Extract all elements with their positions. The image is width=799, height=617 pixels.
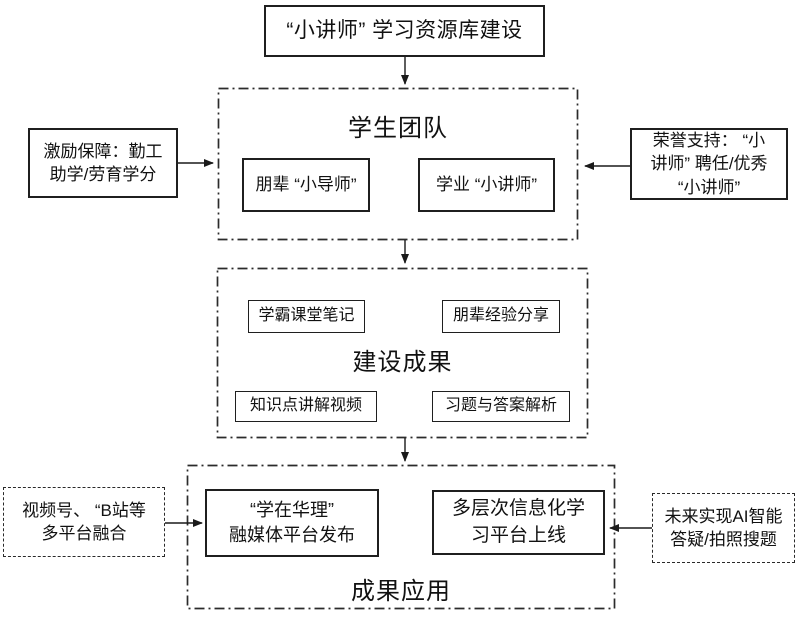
group-title-construction-results: 建设成果	[352, 349, 453, 376]
group-results-application: “学在华理” 融媒体平台发布 多层次信息化学 习平台上线 成果应用	[187, 465, 615, 609]
node-media-platform: “学在华理” 融媒体平台发布	[205, 489, 379, 557]
node-exercise-answers: 习题与答案解析	[432, 391, 570, 422]
group-title-results-application: 成果应用	[351, 578, 451, 605]
note-incentive: 激励保障：勤工 助学/劳育学分	[28, 128, 178, 198]
group-student-team: 学生团队 朋辈 “小导师” 学业 “小讲师”	[218, 88, 578, 240]
node-academic-lecturer: 学业 “小讲师”	[418, 158, 555, 212]
node-knowledge-videos: 知识点讲解视频	[235, 391, 377, 422]
group-title-student-team: 学生团队	[348, 115, 448, 142]
node-class-notes: 学霸课堂笔记	[248, 300, 365, 333]
note-honor: 荣誉支持： “小 讲师” 聘任/优秀 “小讲师”	[630, 128, 788, 200]
node-learning-platform: 多层次信息化学 习平台上线	[432, 490, 605, 555]
note-ai-future: 未来实现AI智能 答疑/拍照搜题	[652, 493, 795, 563]
root-title-box: “小讲师” 学习资源库建设	[264, 5, 545, 57]
group-construction-results: 学霸课堂笔记 朋辈经验分享 建设成果 知识点讲解视频 习题与答案解析	[217, 268, 588, 438]
note-multi-platform: 视频号、 “B站等 多平台融合	[3, 487, 165, 557]
node-peer-experience: 朋辈经验分享	[442, 300, 560, 333]
node-peer-tutor: 朋辈 “小导师”	[242, 158, 370, 212]
